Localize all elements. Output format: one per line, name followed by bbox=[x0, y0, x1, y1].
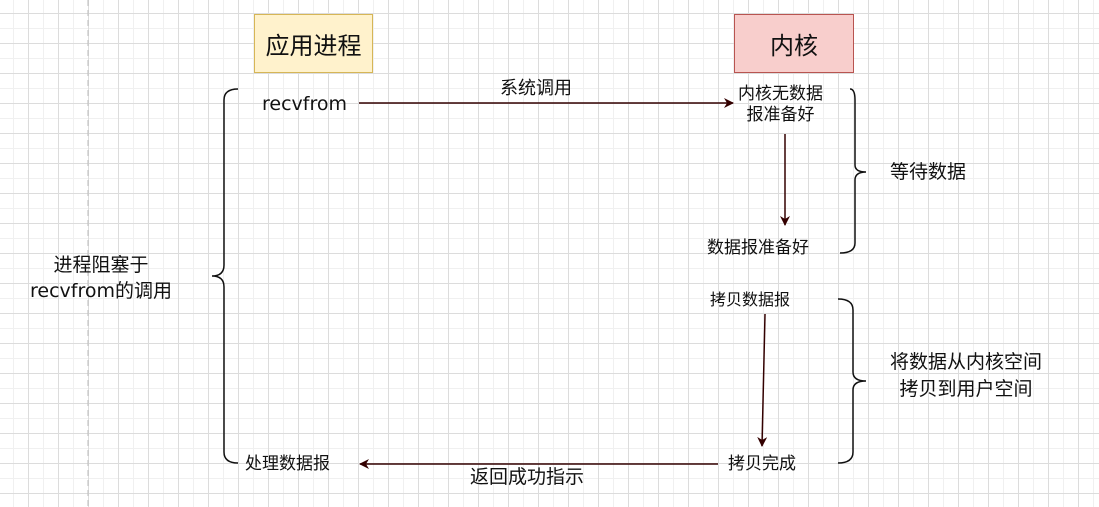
data-ready-label: 数据报准备好 bbox=[707, 238, 809, 258]
kernel-no-data-label: 内核无数据 报准备好 bbox=[738, 84, 823, 126]
kernel-no-data-line2: 报准备好 bbox=[746, 105, 815, 125]
wait-brace bbox=[839, 88, 867, 254]
blocked-brace bbox=[211, 88, 239, 464]
copy-desc-line2: 拷贝到用户空间 bbox=[899, 378, 1033, 400]
recvfrom-label: recvfrom bbox=[262, 93, 347, 115]
copy-desc-line1: 将数据从内核空间 bbox=[890, 351, 1043, 373]
copy-arrow bbox=[757, 313, 768, 447]
return-ok-label: 返回成功指示 bbox=[470, 466, 585, 488]
kernel-box: 内核 bbox=[734, 14, 854, 73]
blocked-line1: 进程阻塞于 bbox=[53, 254, 149, 276]
blocked-label: 进程阻塞于 recvfrom的调用 bbox=[30, 252, 172, 304]
copy-done-label: 拷贝完成 bbox=[728, 454, 796, 474]
kernel-no-data-line1: 内核无数据 bbox=[738, 84, 823, 104]
blocked-line2: recvfrom的调用 bbox=[30, 280, 172, 302]
syscall-label: 系统调用 bbox=[500, 78, 572, 99]
process-datagram-label: 处理数据报 bbox=[245, 454, 330, 474]
copy-datagram-label: 拷贝数据报 bbox=[710, 290, 791, 309]
copy-desc-label: 将数据从内核空间 拷贝到用户空间 bbox=[890, 349, 1042, 403]
wait-data-label: 等待数据 bbox=[890, 161, 967, 183]
process-box: 应用进程 bbox=[254, 14, 373, 73]
copy-brace bbox=[837, 298, 867, 464]
